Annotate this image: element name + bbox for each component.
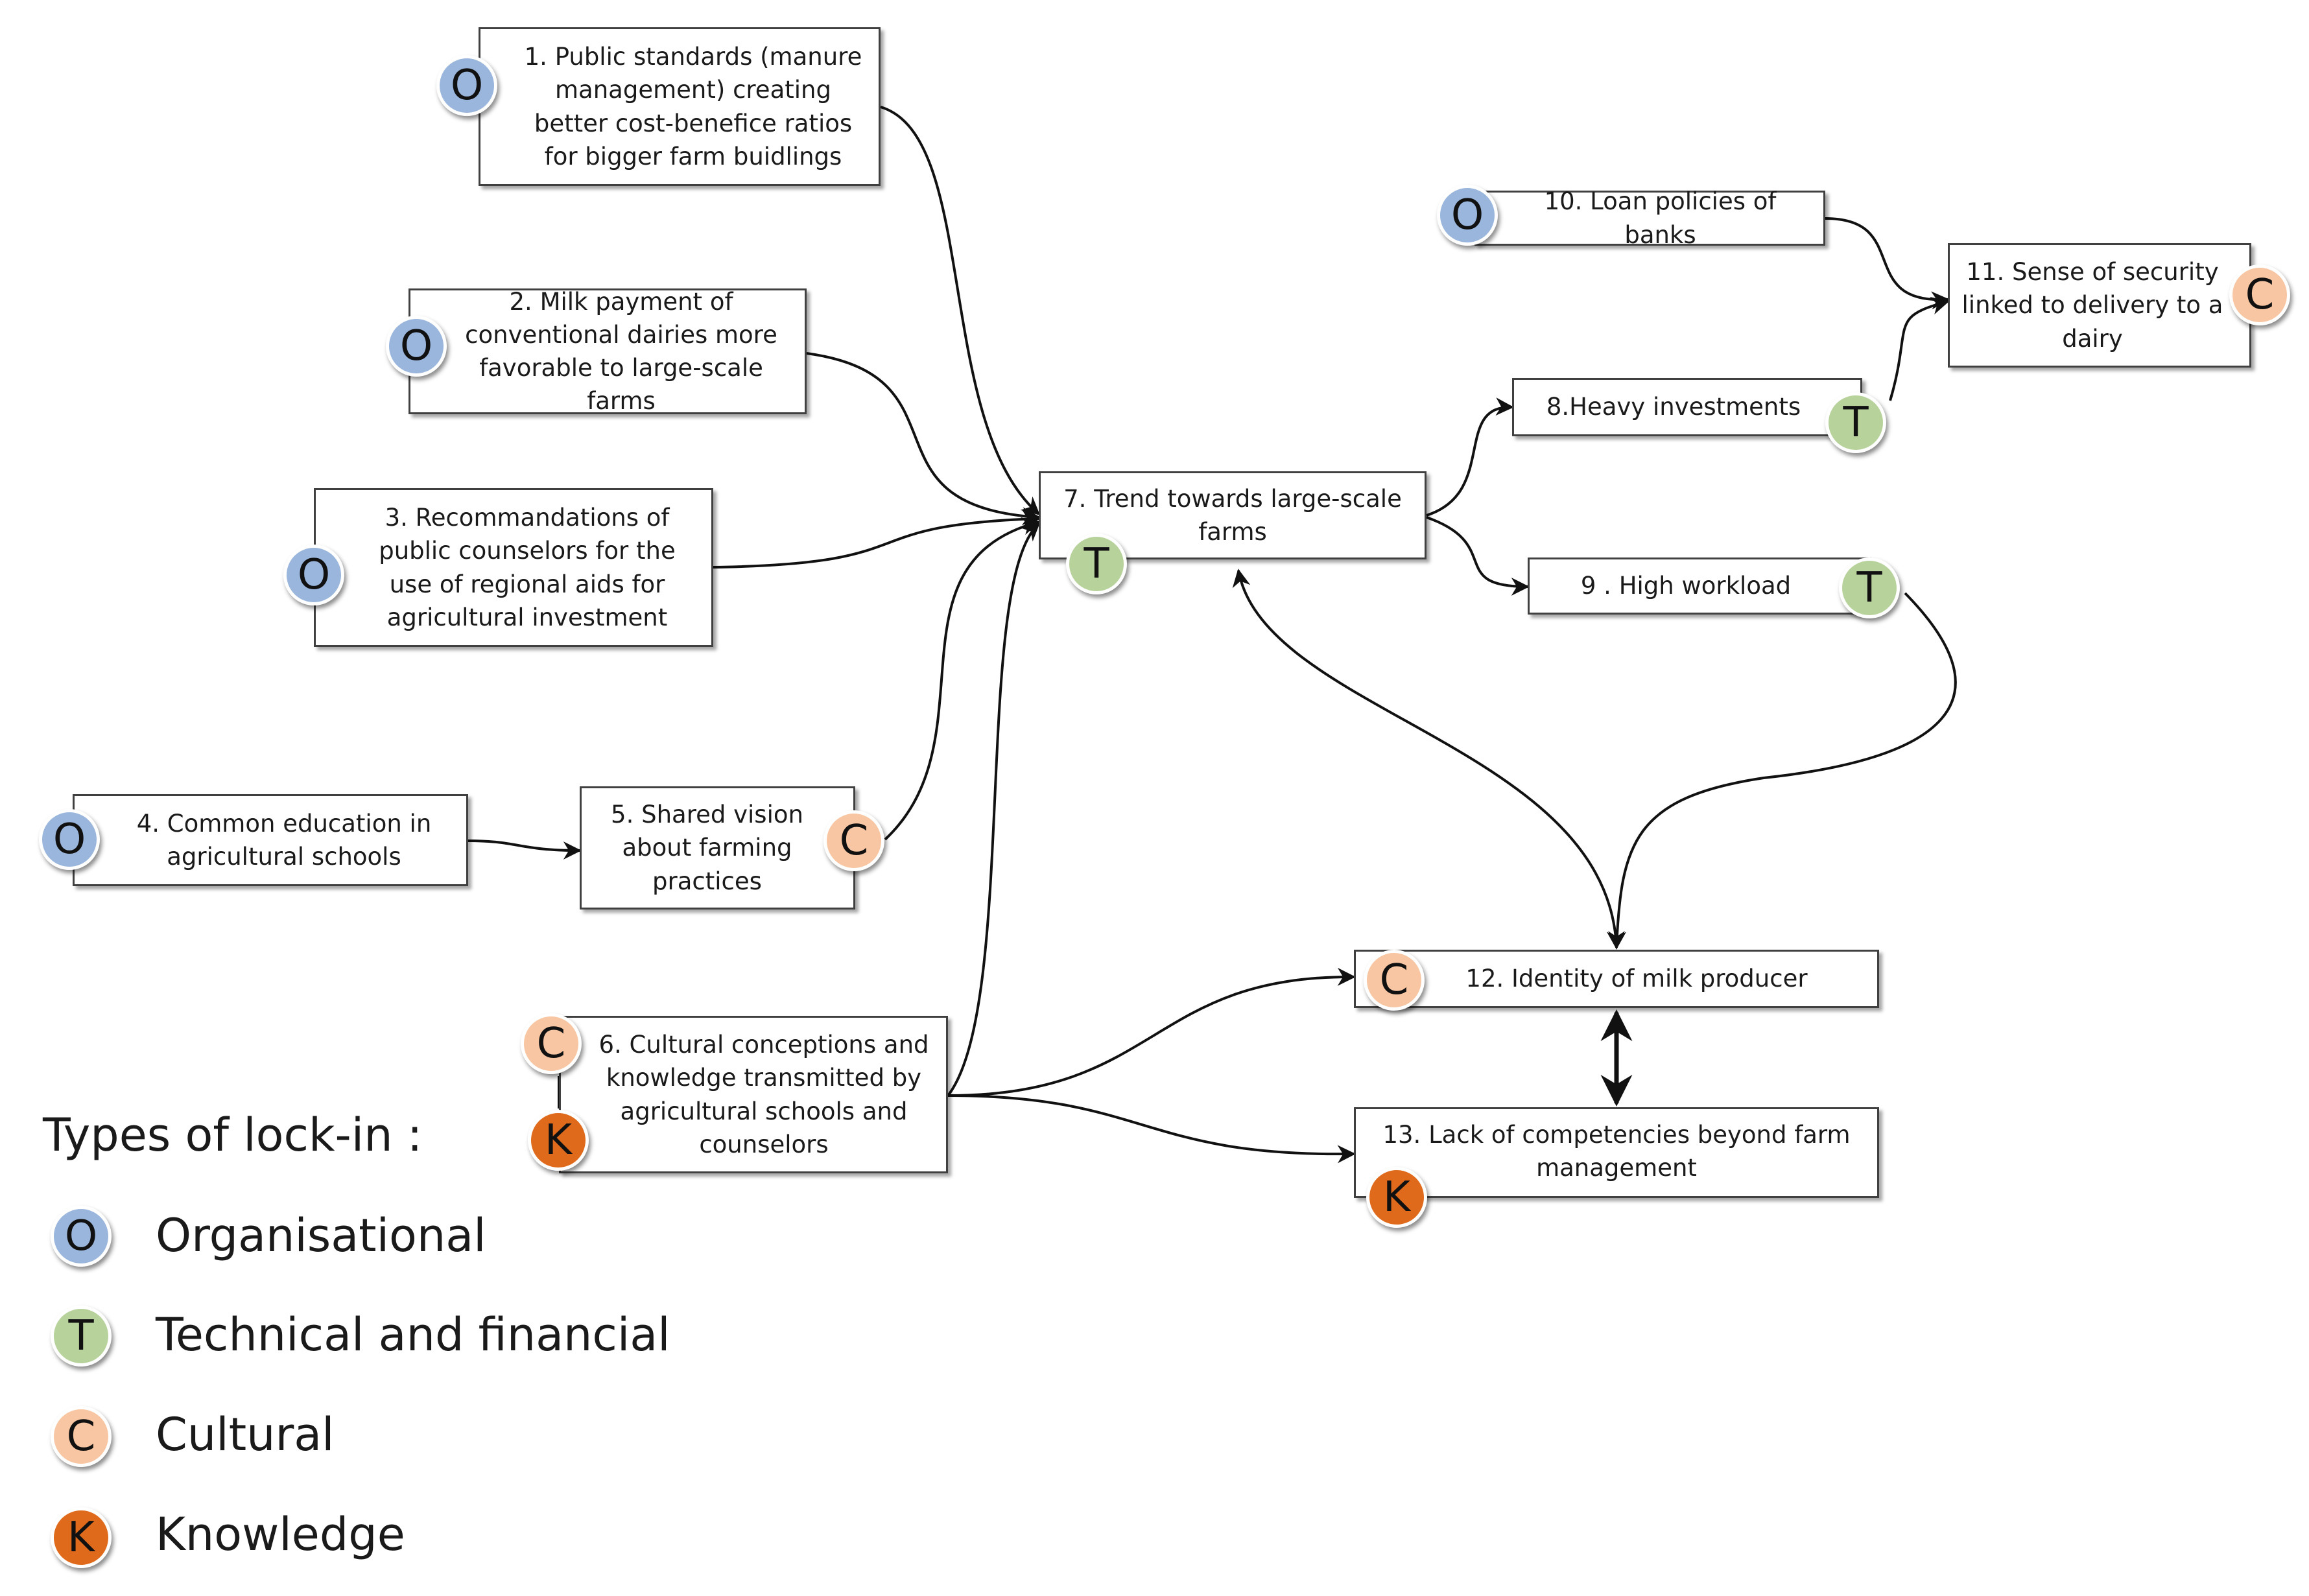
badge-technical-node-9: T — [1839, 557, 1900, 618]
badge-organisational-node-2: O — [386, 316, 447, 377]
arrow-7-to-8 — [1426, 397, 1514, 517]
node-9-high-workload: 9 . High workload — [1528, 557, 1871, 615]
node-12-identity-milk-producer: 12. Identity of milk producer — [1354, 950, 1879, 1008]
legend-badge-knowledge: K — [51, 1507, 112, 1568]
badge-organisational-node-3: O — [283, 545, 344, 605]
node-4-label: 4. Common education in agricultural scho… — [136, 809, 432, 871]
badge-organisational-node-1: O — [436, 55, 497, 116]
arrow-5-to-7 — [884, 517, 1041, 841]
node-13-lack-of-competencies: 13. Lack of competencies beyond farm man… — [1354, 1107, 1879, 1198]
badge-cultural-node-6: C — [521, 1013, 582, 1074]
badge-knowledge-node-13: K — [1366, 1167, 1427, 1228]
arrow-7-to-9 — [1426, 516, 1530, 596]
arrow-3-to-7 — [713, 510, 1041, 569]
legend-label-cultural: Cultural — [156, 1408, 335, 1461]
node-6-cultural-conceptions: 6. Cultural conceptions and knowledge tr… — [559, 1016, 948, 1173]
legend-label-technical: Technical and financial — [156, 1308, 670, 1361]
legend-badge-cultural: C — [51, 1406, 112, 1467]
node-10-label: 10. Loan policies of banks — [1544, 187, 1777, 249]
node-8-label: 8.Heavy investments — [1546, 393, 1801, 421]
node-4-common-education: 4. Common education in agricultural scho… — [73, 794, 468, 886]
node-11-sense-of-security: 11. Sense of security linked to delivery… — [1948, 243, 2251, 368]
node-3-recommandations: 3. Recommandations of public counselors … — [314, 488, 713, 647]
badge-organisational-node-10: O — [1437, 185, 1498, 246]
node-1-public-standards: 1. Public standards (manure management) … — [479, 27, 881, 186]
arrow-8-to-11 — [1889, 296, 1950, 401]
node-2-label: 2. Milk payment of conventional dairies … — [465, 287, 777, 416]
arrow-9-to-12 — [1608, 592, 1957, 950]
badge-cultural-node-12: C — [1364, 950, 1425, 1011]
arrow-4-to-5 — [468, 839, 582, 860]
node-7-trend-large-scale: 7. Trend towards large-scale farms — [1039, 471, 1427, 559]
badge-technical-node-7: T — [1066, 534, 1127, 594]
legend-label-organisational: Organisational — [156, 1209, 486, 1262]
node-12-label: 12. Identity of milk producer — [1465, 965, 1808, 993]
badge-cultural-node-11: C — [2229, 264, 2290, 325]
node-1-label: 1. Public standards (manure management) … — [524, 43, 862, 170]
node-3-label: 3. Recommandations of public counselors … — [379, 504, 676, 631]
arrow-6-to-13 — [947, 1094, 1356, 1164]
node-10-loan-policies: 10. Loan policies of banks — [1474, 187, 1825, 249]
node-13-label: 13. Lack of competencies beyond farm man… — [1382, 1121, 1851, 1182]
node-5-label: 5. Shared vision about farming practices — [611, 801, 803, 895]
arrow-2-to-7 — [806, 352, 1041, 526]
badge-organisational-node-4: O — [39, 809, 100, 870]
node-6-label: 6. Cultural conceptions and knowledge tr… — [598, 1031, 929, 1158]
badge-knowledge-node-6: K — [528, 1110, 589, 1171]
node-7-label: 7. Trend towards large-scale farms — [1063, 485, 1402, 546]
arrow-10-to-11 — [1825, 217, 1950, 310]
node-11-label: 11. Sense of security linked to delivery… — [1961, 258, 2223, 353]
legend-badge-organisational: O — [51, 1206, 112, 1267]
legend-title: Types of lock-in : — [43, 1109, 423, 1162]
node-5-shared-vision: 5. Shared vision about farming practices — [580, 786, 855, 909]
legend-label-knowledge: Knowledge — [156, 1508, 405, 1561]
arrow-1-to-7 — [880, 106, 1041, 515]
badge-cultural-node-5: C — [823, 810, 884, 871]
badge-technical-node-8: T — [1825, 392, 1886, 453]
arrow-6-to-12 — [947, 967, 1356, 1097]
arrow-6-to-7 — [947, 522, 1041, 1097]
node-8-heavy-investments: 8.Heavy investments — [1512, 378, 1862, 436]
legend-badge-technical: T — [51, 1306, 112, 1367]
node-2-milk-payment: 2. Milk payment of conventional dairies … — [409, 287, 807, 416]
arrow-12-and-7 — [1232, 569, 1625, 950]
node-9-label: 9 . High workload — [1580, 572, 1792, 600]
